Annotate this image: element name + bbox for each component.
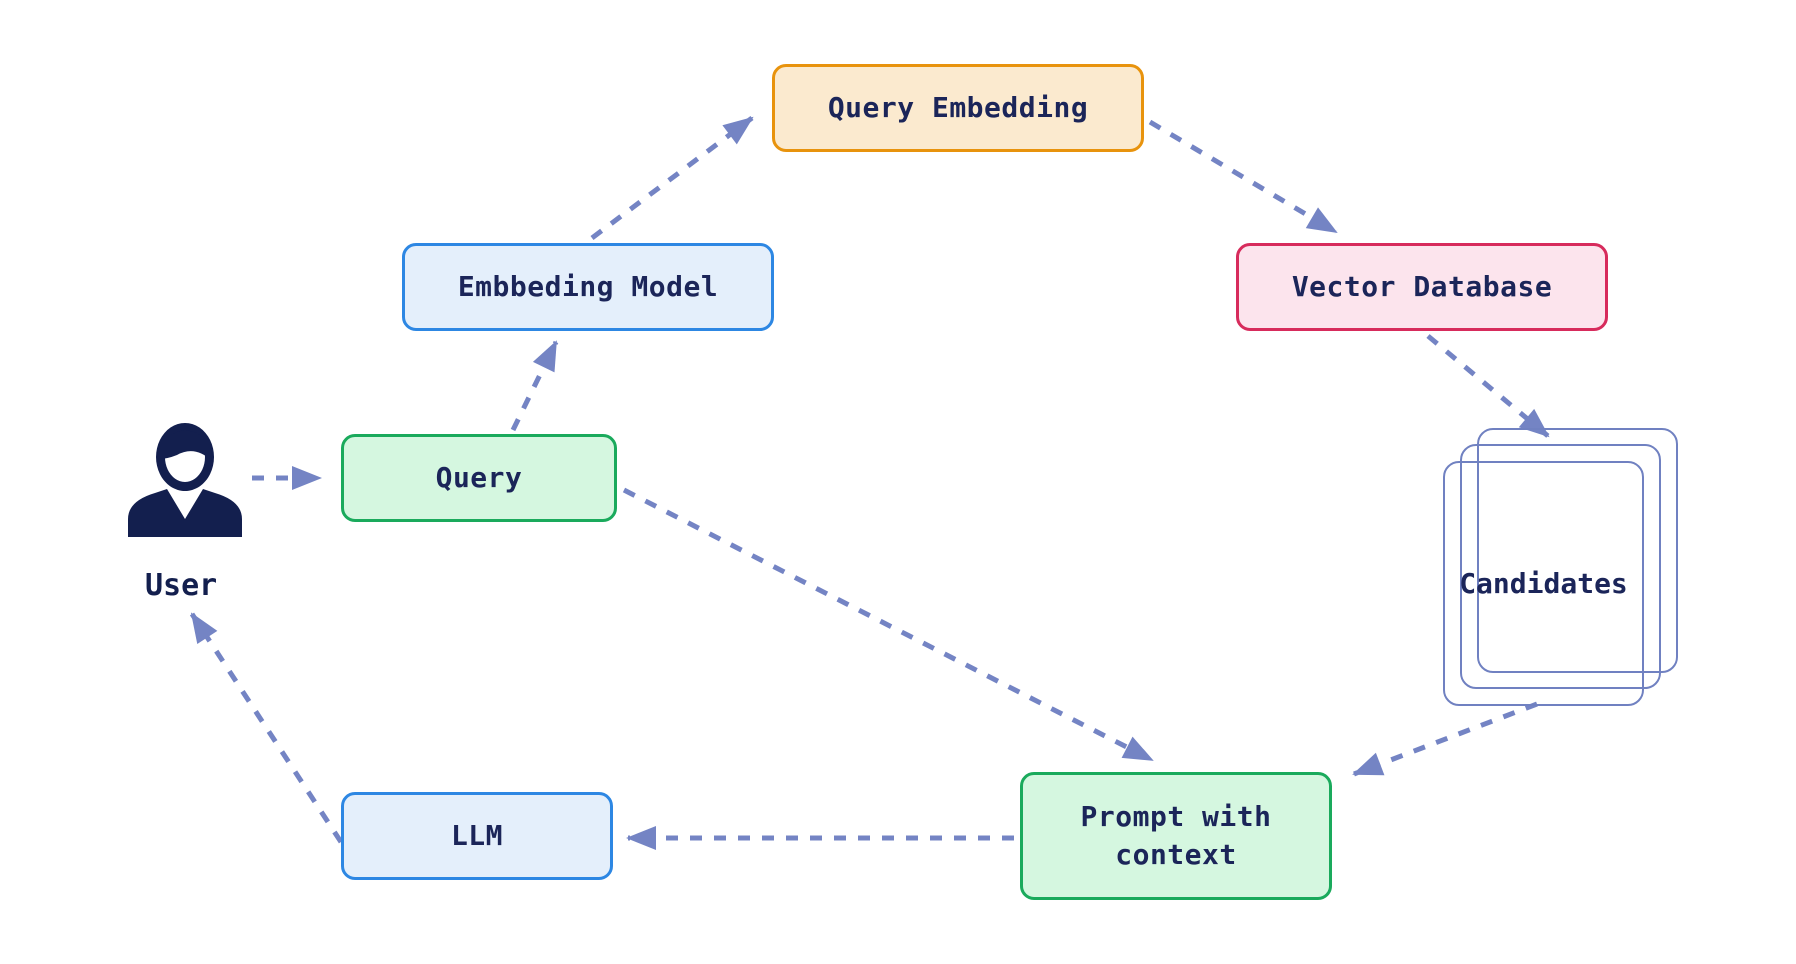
node-embedding-model-label: Embbeding Model	[457, 270, 719, 304]
edge-candidates-to-prompt	[1352, 701, 1538, 777]
edge-query-embedding-to-vector-database	[1148, 119, 1338, 235]
user-icon	[128, 423, 242, 537]
node-llm-label: LLM	[450, 819, 504, 853]
node-query-label: Query	[435, 461, 523, 495]
user-label: User	[145, 568, 218, 603]
node-prompt-with-context-label: Prompt with context	[1080, 800, 1272, 871]
edge-query-to-prompt	[622, 487, 1154, 763]
node-llm: LLM	[341, 792, 613, 880]
candidates-card-back	[1477, 428, 1678, 673]
node-prompt-with-context: Prompt with context	[1020, 772, 1332, 900]
node-query-embedding-label: Query Embedding	[827, 91, 1089, 125]
candidates-card-front	[1443, 461, 1644, 706]
node-query-embedding: Query Embedding	[772, 64, 1144, 152]
candidates-label: Candidates	[1459, 567, 1628, 600]
node-vector-database-label: Vector Database	[1291, 270, 1553, 304]
edge-embedding-model-to-query-embedding	[590, 116, 754, 240]
edge-llm-to-user	[189, 612, 344, 844]
node-vector-database: Vector Database	[1236, 243, 1608, 331]
node-embedding-model: Embbeding Model	[402, 243, 774, 331]
node-query: Query	[341, 434, 617, 522]
edge-query-to-embedding-model	[510, 340, 559, 432]
candidates-card-middle	[1460, 444, 1661, 689]
edge-vector-database-to-candidates	[1426, 334, 1550, 438]
